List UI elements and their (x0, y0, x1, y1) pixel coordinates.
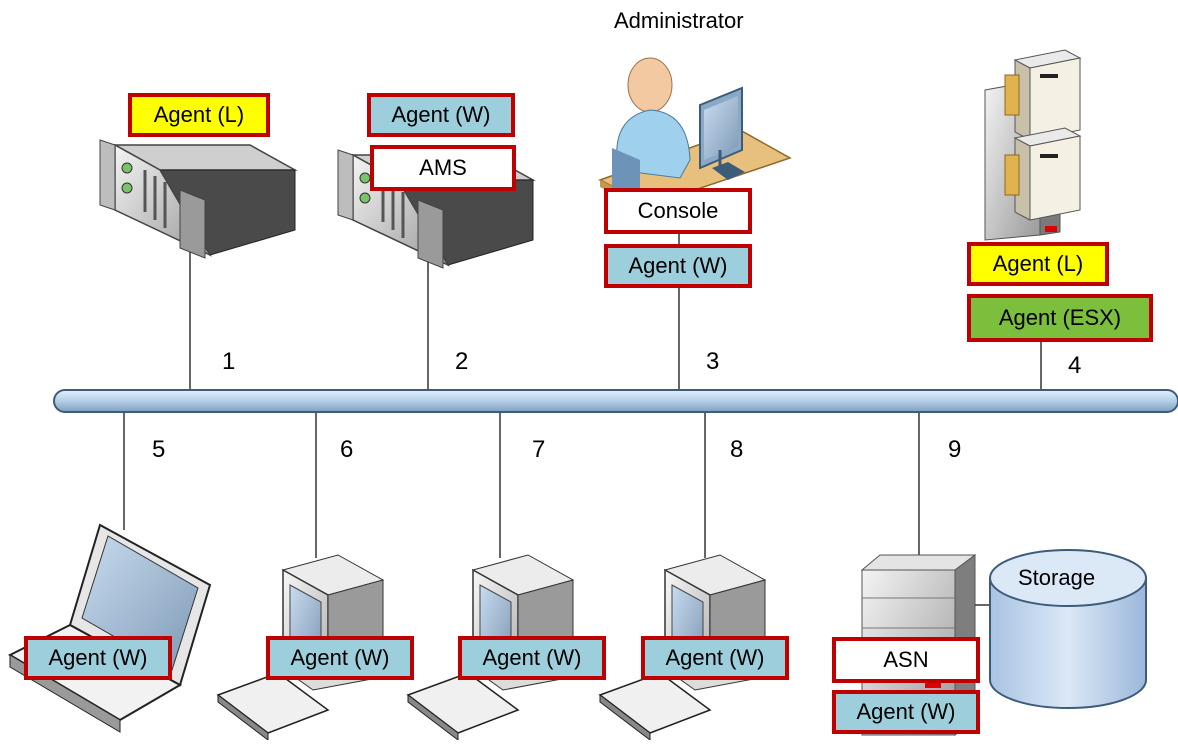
agent-windows-label: Agent (W) (24, 636, 172, 680)
laptop-icon (7, 523, 212, 733)
agent-linux-label: Agent (L) (128, 93, 270, 137)
node-number: 8 (730, 436, 744, 463)
node-number: 4 (1068, 352, 1082, 379)
server-icon (99, 139, 298, 259)
agent-windows-label: Agent (W) (832, 690, 980, 734)
node-number: 6 (340, 436, 354, 463)
network-bus (53, 389, 1178, 413)
server-tower-icon (984, 49, 1082, 241)
administrator-label: Administrator (614, 8, 744, 33)
agent-windows-label: Agent (W) (604, 244, 752, 288)
node-number: 7 (532, 436, 546, 463)
asn-label: ASN (832, 637, 980, 683)
agent-windows-label: Agent (W) (641, 636, 789, 680)
storage-label: Storage (1018, 565, 1096, 590)
node-number: 9 (948, 436, 962, 463)
node-number: 3 (706, 348, 720, 375)
node-number: 1 (222, 348, 236, 375)
agent-windows-label: Agent (W) (266, 636, 414, 680)
storage-cylinder-icon (989, 549, 1147, 709)
node-number: 2 (455, 348, 469, 375)
agent-esx-label: Agent (ESX) (967, 294, 1153, 342)
console-label: Console (604, 188, 752, 234)
agent-windows-label: Agent (W) (367, 93, 515, 137)
administrator-workstation-icon (598, 57, 792, 212)
ams-label: AMS (370, 145, 516, 191)
node-number: 5 (152, 436, 166, 463)
agent-linux-label: Agent (L) (967, 242, 1109, 286)
agent-windows-label: Agent (W) (458, 636, 606, 680)
